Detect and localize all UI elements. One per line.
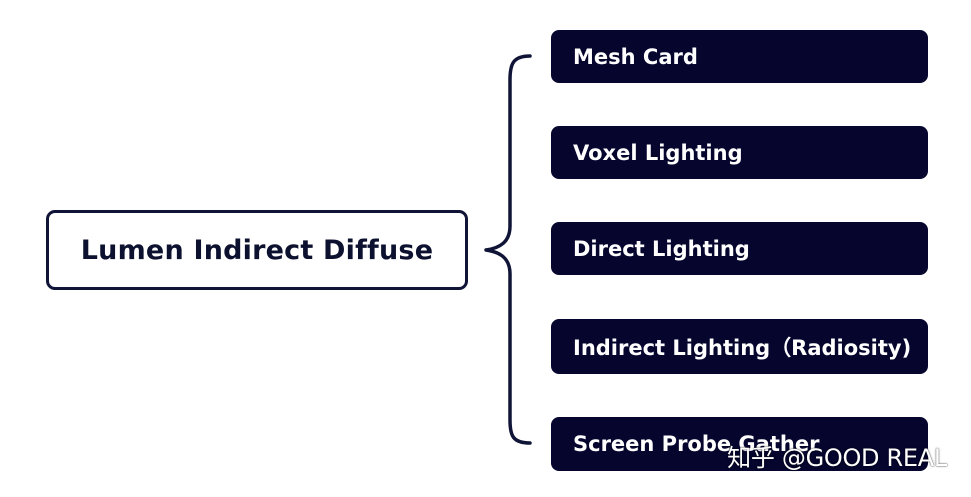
root-node: Lumen Indirect Diffuse <box>46 210 468 290</box>
child-node-label: Screen Probe Gather <box>573 432 820 456</box>
brace-path <box>484 54 532 445</box>
watermark: 知乎 @GOOD REAL <box>727 444 947 472</box>
child-node-direct-lighting: Direct Lighting <box>551 222 928 275</box>
child-node-label: Voxel Lighting <box>573 140 743 165</box>
child-node-screen-probe-gather: Screen Probe Gather <box>551 417 928 471</box>
child-node-label: Mesh Card <box>573 44 698 69</box>
child-node-label: Direct Lighting <box>573 236 750 261</box>
child-node-mesh-card: Mesh Card <box>551 30 928 83</box>
child-node-voxel-lighting: Voxel Lighting <box>551 126 928 179</box>
root-node-label: Lumen Indirect Diffuse <box>80 234 434 266</box>
child-node-indirect-lighting: Indirect Lighting（Radiosity) <box>551 319 928 374</box>
child-node-label: Indirect Lighting（Radiosity) <box>573 335 912 360</box>
